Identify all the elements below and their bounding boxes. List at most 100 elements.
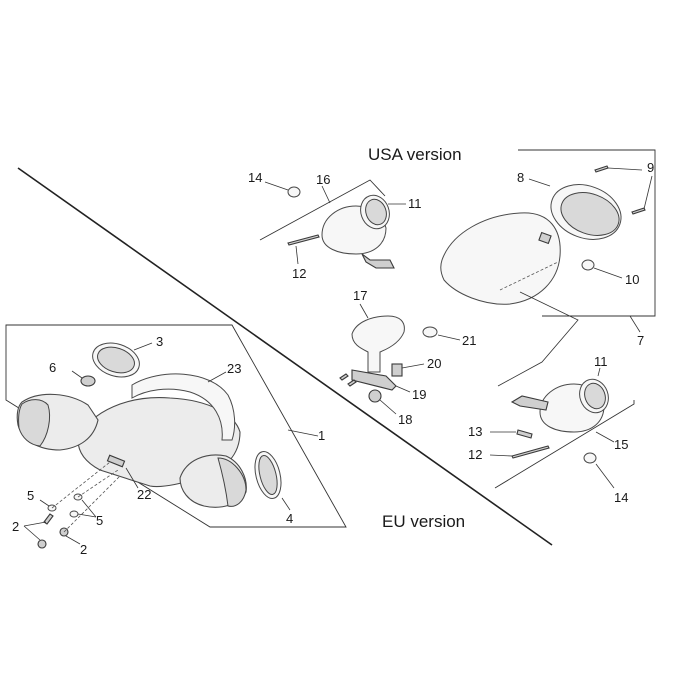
leader-9b [643,175,653,210]
wire-tail-to-indicator [497,291,579,387]
callout-10: 10 [625,272,639,287]
lens-4-inner [258,454,278,496]
callout-5-right: 5 [96,513,103,528]
usa-assembly-line-tail [499,261,559,291]
small-screws-17 [339,373,357,387]
usa-version-title: USA version [368,145,462,164]
screw-9-bottom [631,207,646,215]
leader-15 [595,431,615,443]
callout-4: 4 [286,511,293,526]
mudguard-23 [131,373,236,441]
leader-9a [607,167,643,171]
callout-12-lower: 12 [468,447,482,462]
leader-18 [379,399,397,415]
leader-5a [39,499,50,507]
callout-19: 19 [412,387,426,402]
leader-6 [71,370,83,379]
left-indicator-lens [18,399,51,447]
eu-assembly-line-a [51,461,111,509]
leader-8 [528,178,551,187]
callout-18: 18 [398,412,412,427]
leader-5c [77,513,97,518]
bulb-6 [80,375,96,387]
leader-4 [281,497,291,511]
callout-14-lower: 14 [614,490,628,505]
leader-14-upper [264,181,289,191]
bulb-14-upper [287,186,301,198]
screw-12-lower [511,445,550,459]
screw-2-left [43,513,54,525]
leader-10 [593,267,623,279]
leader-21 [437,334,461,341]
leader-7 [629,315,641,333]
plate-22 [106,454,126,468]
right-indicator-lens [217,457,247,507]
callout-3: 3 [156,334,163,349]
indicator-lower-bracket [510,395,549,411]
callout-23: 23 [227,361,241,376]
usa-kit-outline-15 [494,400,635,489]
plate-19 [351,369,397,391]
leader-23 [207,371,227,383]
leader-3 [133,342,153,351]
callout-1: 1 [318,428,325,443]
leader-16 [321,185,331,204]
usa-kit-outline-7 [518,149,656,317]
leader-5b [81,499,97,518]
leader-20 [401,363,425,369]
indicator-upper-lens [365,198,387,226]
usa-kit-outline-16 [259,179,386,241]
bulb-10 [581,259,595,271]
callout-13: 13 [468,424,482,439]
eu-assembly-group: 1 3 6 23 4 22 5 5 2 2 [5,324,347,557]
screw-13 [516,429,533,439]
callout-16: 16 [316,172,330,187]
nut-18 [368,389,382,403]
bracket-17 [351,315,405,373]
callout-15: 15 [614,437,628,452]
callout-8: 8 [517,170,524,185]
screw-9-top [594,165,609,173]
leader-2b [23,525,41,541]
callout-11-upper: 11 [408,196,422,211]
leader-22 [125,467,139,489]
lens-3-inner [97,346,135,374]
washer-5-right-bottom [69,510,79,518]
leader-17 [359,303,369,319]
screw-2-left-head [37,539,47,549]
bolt-20 [391,363,403,377]
callout-17: 17 [353,288,367,303]
callout-11-lower: 11 [594,354,608,369]
leader-19 [395,385,411,393]
leader-1 [287,429,319,437]
callout-21: 21 [462,333,476,348]
leader-2c [65,535,81,545]
eu-assembly-line-b [77,469,119,498]
callout-12-upper: 12 [292,266,306,281]
indicator-upper-bracket [361,253,395,269]
tail-bracket [538,231,552,245]
callout-2-right: 2 [80,542,87,557]
bulb-21 [422,326,438,338]
leader-2a [23,521,47,527]
callout-5-left: 5 [27,488,34,503]
leader-11-lower [597,367,601,377]
leader-12-lower [489,454,513,457]
callout-9: 9 [647,160,654,175]
eu-kit-outline [5,324,347,528]
tail-light-housing [440,212,561,305]
eu-assembly-line-c [63,475,121,533]
bulb-14-lower [583,452,597,464]
usa-assembly-group: 14 16 11 12 8 9 10 7 17 21 20 19 18 11 1… [248,149,656,505]
screw-12-upper [287,234,320,246]
leader-12-upper [295,245,299,265]
callout-6: 6 [49,360,56,375]
leader-14-lower [595,463,615,489]
callout-7: 7 [637,333,644,348]
callout-22: 22 [137,487,151,502]
callout-14-upper: 14 [248,170,262,185]
eu-version-title: EU version [382,512,465,531]
callout-20: 20 [427,356,441,371]
version-divider-line [17,167,553,546]
indicator-lower-lens [584,382,606,410]
